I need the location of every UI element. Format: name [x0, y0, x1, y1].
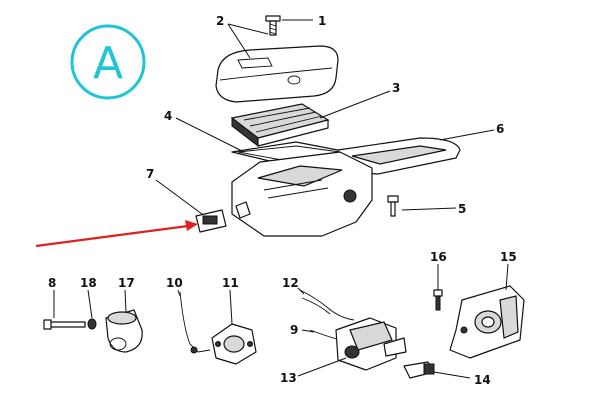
- label-part-17: 17: [118, 276, 135, 290]
- label-part-1: 1: [318, 14, 326, 28]
- part-12-cable: [299, 289, 355, 321]
- label-part-8: 8: [48, 276, 56, 290]
- label-part-10: 10: [166, 276, 183, 290]
- label-part-4: 4: [164, 109, 172, 123]
- label-part-13: 13: [280, 371, 297, 385]
- part-14-primer: [403, 361, 435, 379]
- part-16-bolt: [433, 289, 443, 311]
- part-13-carburetor: [335, 317, 407, 371]
- label-part-18: 18: [80, 276, 97, 290]
- badge-circle: [70, 24, 146, 100]
- label-part-15: 15: [500, 250, 517, 264]
- part-18-washer: [87, 318, 97, 330]
- label-part-7: 7: [146, 167, 154, 181]
- carburetor-housing: [231, 151, 373, 237]
- part-11-flange: [211, 323, 257, 365]
- section-badge: A: [70, 24, 146, 100]
- part-7-switch: [195, 209, 227, 233]
- label-part-5: 5: [458, 202, 466, 216]
- leader-lines: [53, 19, 509, 379]
- label-part-3: 3: [392, 81, 400, 95]
- label-part-9: 9: [290, 323, 298, 337]
- label-part-16: 16: [430, 250, 447, 264]
- part-2-filter-cover: [215, 45, 339, 103]
- label-part-11: 11: [222, 276, 239, 290]
- part-3-air-filter: [230, 103, 330, 148]
- part-15-bracket: [449, 285, 525, 359]
- part-labels: 1 2 3 4 5 6 7 8 9 10 11 12 13 14 15 16 1…: [48, 14, 517, 387]
- part-10-linkage-rod: [179, 291, 211, 354]
- label-part-14: 14: [474, 373, 491, 387]
- label-part-2: 2: [216, 14, 224, 28]
- badge-letter: A: [93, 38, 123, 89]
- part-5-bolt: [387, 195, 399, 217]
- label-part-6: 6: [496, 122, 504, 136]
- highlight-arrow: [35, 220, 198, 248]
- part-17-intake-elbow: [105, 309, 143, 353]
- label-part-12: 12: [282, 276, 299, 290]
- part-1-screw: [265, 15, 281, 36]
- part-8-long-bolt: [43, 319, 86, 330]
- part-6-top-handle: [337, 137, 461, 175]
